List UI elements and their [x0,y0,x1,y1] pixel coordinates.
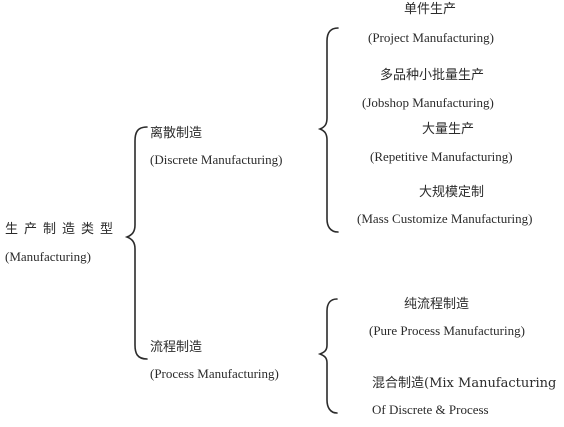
project-label-zh: 单件生产 [404,2,457,17]
process-label-en: (Process Manufacturing) [150,366,279,381]
root-label-en: (Manufacturing) [5,249,91,264]
mix-label-en: Of Discrete & Process [372,402,489,417]
process-brace [317,298,338,414]
discrete-brace [317,27,339,233]
jobshop-label-zh: 多品种小批量生产 [380,68,485,83]
mass-customize-label-zh: 大规模定制 [419,185,485,200]
pure-process-label-zh: 纯流程制造 [404,297,470,312]
process-label-zh: 流程制造 [150,340,203,355]
project-label-en: (Project Manufacturing) [368,30,494,45]
repetitive-label-en: (Repetitive Manufacturing) [370,149,513,164]
repetitive-label-zh: 大量生产 [422,122,475,137]
root-brace [124,126,148,360]
mass-customize-label-en: (Mass Customize Manufacturing) [357,211,533,226]
root-label-zh: 生产制造类型 [5,222,120,237]
discrete-label-en: (Discrete Manufacturing) [150,152,283,167]
mix-label-zh: 混合制造(Mix Manufacturing [372,376,557,391]
pure-process-label-en: (Pure Process Manufacturing) [369,323,525,338]
jobshop-label-en: (Jobshop Manufacturing) [362,95,494,110]
discrete-label-zh: 离散制造 [150,126,203,141]
